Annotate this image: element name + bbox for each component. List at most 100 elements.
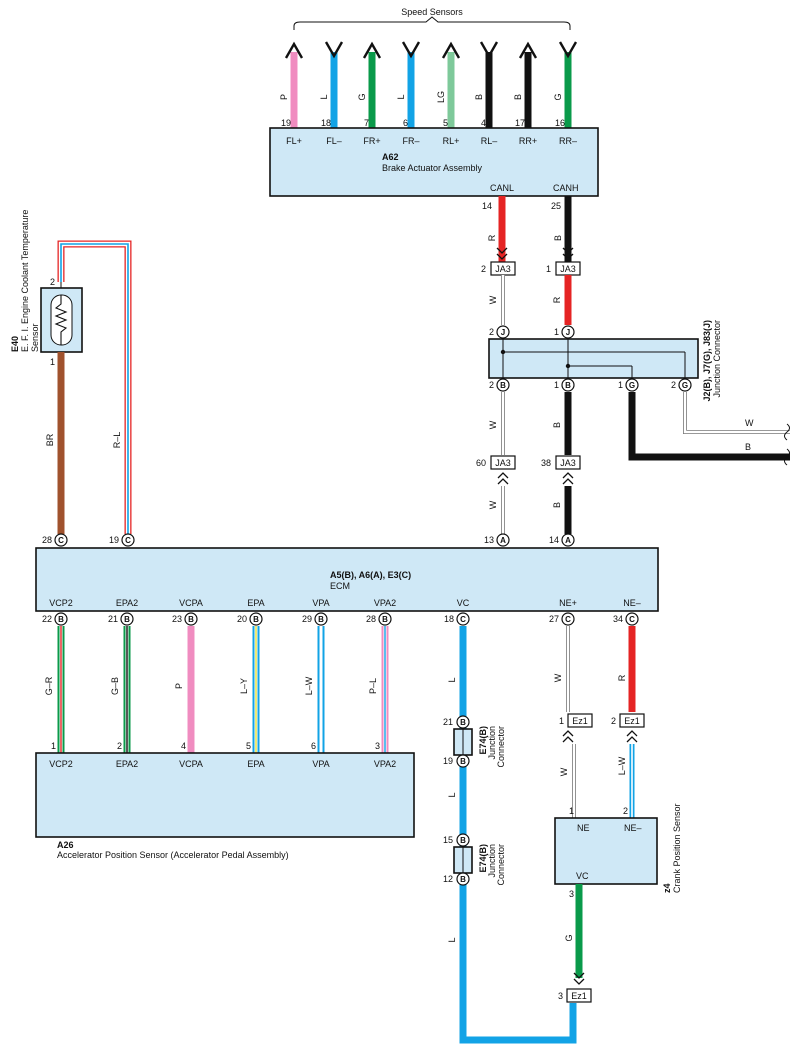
ecm-bottom-pin-0-letter: B [58, 615, 64, 624]
ez1-left-chevron [562, 730, 574, 743]
a26-pin-label-3: EPA [247, 759, 264, 769]
ez1-upper-right-tag [619, 713, 645, 728]
ecm-top-pin-num-1: 19 [109, 535, 119, 545]
speed-sensors-brace [293, 16, 571, 30]
ecm-bottom-pin-8 [625, 612, 639, 626]
ecm-bottom-pin-num-5: 28 [366, 614, 376, 624]
a62-canl-label: CANL [490, 183, 514, 193]
ecm-top-pin-3-letter: A [565, 536, 571, 545]
canh-wire-code: B [553, 235, 563, 241]
ez1-lower-chevron [573, 972, 585, 985]
speed-wire-code-7: G [553, 93, 563, 100]
e74-lower-top-letter: B [460, 836, 466, 845]
ecm-bottom-pin-label-8: NE– [623, 598, 641, 608]
junction-bottom-pin-1 [561, 378, 575, 392]
ecm-bottom-pin-num-0: 22 [42, 614, 52, 624]
ecm-bottom-pin-2 [184, 612, 198, 626]
ecm-bottom-pin-label-5: VPA2 [374, 598, 396, 608]
ecm-top-pin-0-letter: C [58, 536, 64, 545]
a62-pin-label-1: FL– [326, 136, 342, 146]
ecm-bottom-pin-7 [561, 612, 575, 626]
a26-wire-code-5: P–L [368, 678, 378, 694]
junction-bottom-pin-3 [678, 378, 692, 392]
speed-wire-code-6: B [513, 94, 523, 100]
e74-lower-top-pin [456, 833, 470, 847]
e40-pin-top: 2 [50, 277, 55, 287]
junction-top-left-letter: J [501, 328, 505, 337]
a26-wire-code-2: P [174, 683, 184, 689]
ecm-top-pin-1 [121, 533, 135, 547]
wire-break-mark-2 [784, 448, 790, 466]
ecm-bottom-pin-6-letter: C [460, 615, 466, 624]
ecm-code: A5(B), A6(A), E3(C) [330, 570, 411, 580]
ez1-upper-right-pin: 2 [611, 716, 616, 726]
speed-arrow-icon-4 [441, 41, 461, 59]
ez1-upper-right-name: Ez1 [624, 716, 640, 726]
ne-minus-wire-code: R [617, 674, 627, 681]
ja3-lower-right-pin: 38 [541, 458, 551, 468]
junction-w-out-outline [683, 392, 790, 434]
a26-pin-num-0: 1 [51, 741, 56, 751]
a62-pin-label-5: RL– [481, 136, 498, 146]
ecm-bottom-pin-label-1: EPA2 [116, 598, 138, 608]
a62-pin-num-3: 6 [403, 118, 408, 128]
ez1-right-wire-code: L–W [617, 756, 627, 775]
ecm-bottom-pin-num-1: 21 [108, 614, 118, 624]
e40-name-line1: E. F. I. Engine Coolant Temperature [20, 210, 30, 352]
a62-pin-num-0: 19 [281, 118, 291, 128]
ez1-upper-left-tag [567, 713, 593, 728]
z4-pin-nem: 2 [623, 806, 628, 816]
a26-pin-label-1: EPA2 [116, 759, 138, 769]
junction-down-right-code: B [552, 422, 562, 428]
ja3-lower-right-tag [555, 455, 581, 470]
ez1-lower-name: Ez1 [571, 991, 587, 1001]
junction-bottom-pin-2-letter: G [629, 381, 635, 390]
ja3-lower-right-name: JA3 [560, 458, 576, 468]
speed-arrow-icon-2 [362, 41, 382, 59]
a62-code: A62 [382, 152, 399, 162]
e74-upper-bottom-num: 19 [443, 756, 453, 766]
z4-name: Crank Position Sensor [672, 803, 682, 893]
ja3-ecm-right-code: B [552, 502, 562, 508]
junction-bottom-pin-num-3: 2 [671, 380, 676, 390]
ecm-bottom-pin-5 [378, 612, 392, 626]
junction-top-right-num: 1 [554, 327, 559, 337]
e74-upper-code: E74(B) [478, 726, 488, 755]
z4-label-nem: NE– [624, 823, 642, 833]
a62-pin-label-6: RR+ [519, 136, 537, 146]
ez1-upper-left-pin: 1 [559, 716, 564, 726]
e74-lower-top-num: 15 [443, 835, 453, 845]
e40-code: E40 [10, 336, 20, 352]
ecm-bottom-pin-label-3: EPA [247, 598, 264, 608]
ecm-bottom-pin-label-6: VC [457, 598, 470, 608]
ja3-upper-right-name: JA3 [560, 264, 576, 274]
a62-pin-label-7: RR– [559, 136, 577, 146]
z4-vc-wire-code: G [564, 934, 574, 941]
a26-pin-label-0: VCP2 [49, 759, 73, 769]
junction-top-right-letter: J [566, 328, 570, 337]
vc-wire-code: L [447, 677, 457, 682]
a62-pin-num-1: 18 [321, 118, 331, 128]
a62-pin-num-2: 7 [364, 118, 369, 128]
junction-out-b-code: B [745, 442, 751, 452]
junction-code: J2(B), J7(G), J83(J) [702, 320, 712, 402]
z4-label-ne: NE [577, 823, 590, 833]
a62-name: Brake Actuator Assembly [382, 163, 483, 173]
ja3-upper-right-pin: 1 [546, 264, 551, 274]
e74-upper-name1: Junction [487, 726, 497, 760]
speed-arrow-icon-6 [518, 41, 538, 59]
e40-pin-bottom: 1 [50, 357, 55, 367]
ecm-bottom-pin-4-letter: B [318, 615, 324, 624]
speed-arrow-icon-7 [558, 41, 578, 59]
ja3-lower-right-chevron [562, 472, 574, 485]
ecm-bottom-pin-4 [314, 612, 328, 626]
ecm-top-pin-2 [496, 533, 510, 547]
junction-out-w-code: W [745, 418, 754, 428]
ecm-bottom-pins: VCP2B22EPA2B21VCPAB23EPAB20VPAB29VPA2B28… [42, 598, 641, 626]
speed-arrow-icon-5 [479, 41, 499, 59]
a26-pin-num-1: 2 [117, 741, 122, 751]
